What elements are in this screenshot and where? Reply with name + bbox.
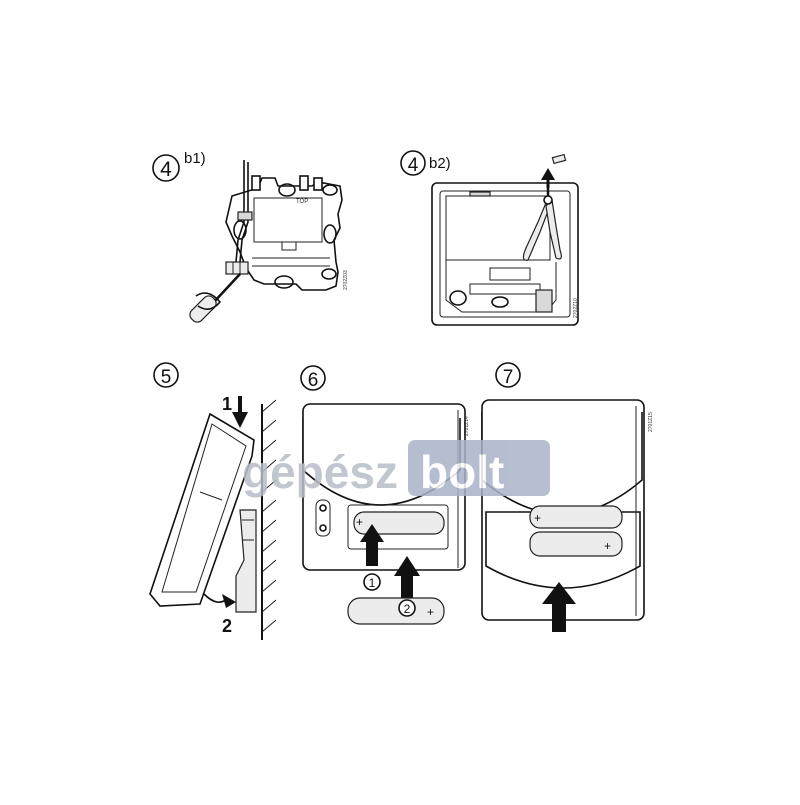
step-7-number-circle [495,362,521,388]
step-5-label-2: 2 [222,616,232,636]
wires-b1 [225,160,253,275]
watermark-part1: gépész [242,446,398,498]
watermark-part2: bolt [420,446,504,498]
removed-piece [551,153,567,165]
battery-mark-2-circle [398,599,416,617]
cable-clip [237,211,253,221]
svg-text:+: + [356,515,363,529]
insert-arrow-1 [360,524,384,566]
unit-body [149,412,255,607]
terminal-block [225,261,249,275]
step-4b2-suffix: b2) [429,155,451,172]
plate-top-screw-hole [278,183,296,197]
step-4b2-number: 4 [408,155,419,176]
step-5: 5 1 2 [149,362,277,640]
svg-text:+: + [427,605,434,619]
step-7-number: 7 [503,367,514,388]
battery-compartment [347,504,449,550]
plate-right-hole [322,184,338,196]
svg-text:+: + [534,511,541,525]
step-5-number: 5 [161,367,172,388]
svg-text:+: + [604,539,611,553]
step-4b2-number-circle [400,150,426,176]
step-7: 7 + + 2701Z15 [481,362,654,632]
insert-arrow-2 [394,556,420,602]
housing-inner [439,190,571,318]
step-4b1-number-circle [152,154,180,182]
plate-bottom-screw-hole [274,275,294,289]
arrow-1-down [232,396,248,428]
battery-installed [353,511,445,535]
arrow-2-push [203,593,236,608]
battery-loose [347,597,445,625]
battery-7-upper [529,505,623,529]
plate-bottom-right-hole [321,268,337,280]
screwdriver-b1 [189,273,241,323]
battery-mark-2: 2 [404,602,411,616]
connector [535,289,553,313]
step-6-code: 2701Z14 [464,416,470,436]
wall-hatching [261,399,277,633]
plier-handle-left [522,196,551,261]
mounting-base [235,509,257,613]
unit-tilted [149,412,257,613]
step-5-number-circle [153,362,179,388]
step-7-code: 2701Z15 [648,412,654,432]
battery-7-lower [529,531,623,557]
battery-mark-1: 1 [369,576,376,590]
step-4b1: 4 b1) TOP [152,150,349,323]
step-6-number: 6 [308,370,319,391]
step-4b1-suffix: b1) [184,150,206,167]
close-arrow-7 [542,582,576,632]
step-4b1-number: 4 [160,158,172,181]
rotation-arrow [195,292,222,310]
watermark: gépész bolt [242,440,550,498]
step-4b2-code: 2702Z10 [573,298,579,318]
plate-right-slot [323,224,337,244]
plate-top-label: TOP [296,199,308,205]
watermark-badge [408,440,550,496]
step-4b2: 4 b2) 2702Z10 [400,150,579,326]
step-5-label-1: 1 [222,394,232,414]
pliers-b2 [522,153,567,261]
wall-section [261,399,277,640]
plier-handle-right [545,198,562,260]
unit-closing-7: + + 2701Z15 [481,399,654,621]
battery-mark-1-circle [363,573,381,591]
step-4b1-code: 2702Z03 [343,270,349,290]
step-6-number-circle [300,365,326,391]
pull-up-arrow [541,168,555,180]
